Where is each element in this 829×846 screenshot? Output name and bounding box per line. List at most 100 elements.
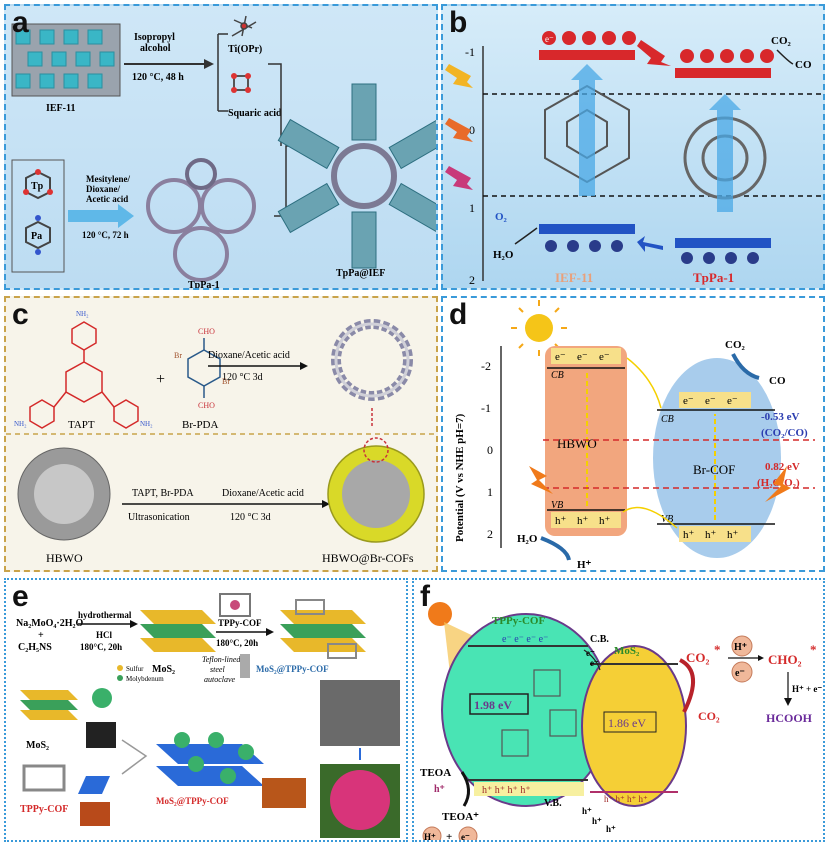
autoclave-icon — [240, 654, 250, 678]
panel-d-diagram: Potential (V vs NHE pH=7) -2 -1 0 1 2 e⁻… — [454, 300, 815, 571]
tppy-small-fragment — [22, 764, 66, 792]
d-electron-transfer — [626, 357, 662, 409]
e-tppy-cof: TPPy-COF — [218, 618, 262, 628]
e-arrow-2-head-icon — [266, 628, 274, 636]
f-co2-curve — [678, 658, 696, 713]
blue-sheet — [78, 776, 110, 794]
d-tick-2: 2 — [487, 527, 493, 541]
c-step1a: TAPT, Br-PDA — [132, 488, 194, 499]
light-arrows — [445, 64, 473, 190]
lightning-icon-right — [765, 466, 791, 502]
panel-f-diagram: TPPy-COF e⁻ e⁻ e⁻ e⁻ C.B. 1.98 eV h⁺ h⁺ … — [420, 602, 822, 840]
arrow-bottom-line4: 120 °C, 72 h — [82, 230, 129, 240]
arrow-bottom-line1: Mesitylene/ — [86, 174, 130, 184]
c-cond1b: 120 °C 3d — [222, 372, 263, 383]
monomer-bracket — [11, 159, 65, 273]
f-e-transfer-arrow — [583, 649, 601, 671]
f-teoa: TEOA — [420, 767, 451, 779]
f-co2-star: * — [714, 642, 721, 657]
panel-label-b: b — [449, 6, 468, 39]
e-hydrothermal: hydrothermal — [78, 610, 132, 620]
e-arrow-1-head-icon — [130, 620, 138, 628]
ief11-cb-bar — [539, 50, 635, 60]
hbwo-e1: e⁻ — [555, 351, 566, 363]
e-legend-mo: Molybdenum — [126, 675, 164, 683]
arrow-head-icon — [204, 59, 214, 69]
f-co2-label: CO₂ — [686, 650, 710, 665]
tppa1-label: TpPa-1 — [188, 280, 220, 290]
brcof-e2: e⁻ — [705, 395, 716, 407]
tapt-nh2-left: NH₂ — [14, 420, 27, 428]
e-mos2-label: MoS₂ — [152, 664, 175, 675]
brpda-cho-bottom: CHO — [198, 401, 215, 410]
e-tppy-b: TPPy-COF — [20, 804, 68, 815]
e-autoclave-1: Teflon-lined — [202, 655, 241, 664]
tiopr-molecule — [231, 15, 257, 37]
b-co-label: CO — [795, 59, 812, 71]
panel-label-d: d — [449, 298, 468, 331]
squaric-acid-molecule — [231, 73, 251, 93]
ief11-structure — [11, 23, 121, 97]
tppa1-holes — [681, 252, 759, 264]
e-legend-sulfur: Sulfur — [126, 665, 144, 673]
tppa1-electrons — [680, 49, 774, 63]
c-arrow-1-head-icon — [300, 362, 308, 370]
tp-molecule — [23, 169, 53, 200]
merge-bracket — [121, 739, 148, 775]
tiopr-label: Ti(OPr) — [228, 44, 262, 55]
f-teoa-hole: h⁺ — [434, 784, 445, 795]
f-h-transfer-2: h⁺ — [592, 816, 602, 826]
tapt-nh2-right: NH₂ — [140, 420, 153, 428]
brcof-electron-bar — [679, 392, 751, 408]
tick-b-2: 2 — [469, 273, 475, 287]
hbwo-core — [34, 464, 94, 524]
composite-label: TpPa@IEF — [336, 268, 385, 279]
sun-icon — [511, 300, 567, 356]
brcof-h2: h⁺ — [705, 529, 717, 541]
e-plus: + — [38, 630, 44, 641]
panel-label-c: c — [12, 298, 29, 331]
hbwo-h2: h⁺ — [577, 515, 589, 527]
e-autoclave-2: steel — [210, 665, 225, 674]
hbwo-electron-bar — [551, 348, 621, 364]
dahlia-flower — [330, 770, 390, 830]
f-e-transfer-1: e⁻ — [586, 648, 595, 658]
f-sun-icon — [428, 602, 452, 626]
e-product-label: MoS₂@TPPy-COF — [256, 664, 329, 674]
b-o2-label: O₂ — [495, 211, 508, 223]
f-h-transfer-3: h⁺ — [606, 824, 616, 834]
connector-line — [268, 63, 282, 146]
pa-molecule — [25, 215, 51, 255]
mos2-powder-photo — [86, 722, 116, 748]
hbwo-e3: e⁻ — [599, 351, 610, 363]
d-ylabel: Potential (V vs NHE pH=7) — [454, 413, 466, 542]
f-gap2: 1.86 eV — [608, 716, 646, 730]
hole-transfer-arrow — [637, 236, 663, 252]
hbwo-hole-bar — [551, 512, 621, 528]
f-e-circle — [731, 661, 753, 683]
panel-label-e: e — [12, 580, 29, 613]
excitation-arrow-2 — [709, 94, 741, 212]
b-h2o-arrow — [514, 227, 538, 245]
d-hplus-label: H⁺ — [577, 559, 592, 571]
d-co-label: CO — [769, 375, 786, 387]
brpda-label: Br-PDA — [182, 419, 219, 431]
product-label: HBWO@Br-COFs — [322, 551, 414, 565]
pa-label: Pa — [31, 231, 42, 242]
brcof-h3: h⁺ — [727, 529, 739, 541]
hbwo-vb-label: VB — [551, 500, 563, 511]
ief11-electrons — [542, 31, 636, 45]
brcof-e1: e⁻ — [683, 395, 694, 407]
panel-f: TPPy-COF e⁻ e⁻ e⁻ e⁻ C.B. 1.98 eV h⁺ h⁺ … — [412, 578, 825, 842]
tppa1-lattice — [146, 158, 256, 282]
d-h2o-arrow — [540, 536, 571, 561]
electron-transfer-arrow — [637, 40, 671, 66]
e-hcl: HCl — [96, 630, 113, 640]
f-e-in-circle: e⁻ — [735, 668, 745, 679]
panel-d: Potential (V vs NHE pH=7) -2 -1 0 1 2 e⁻… — [441, 296, 825, 572]
arrow-bottom-line2: Dioxane/ — [86, 184, 121, 194]
hbwo-h1: h⁺ — [555, 515, 567, 527]
c-zoom-circle — [363, 437, 389, 463]
f-cho2-label: CHO₂ — [768, 652, 802, 667]
c-plus-sign: + — [156, 371, 165, 388]
